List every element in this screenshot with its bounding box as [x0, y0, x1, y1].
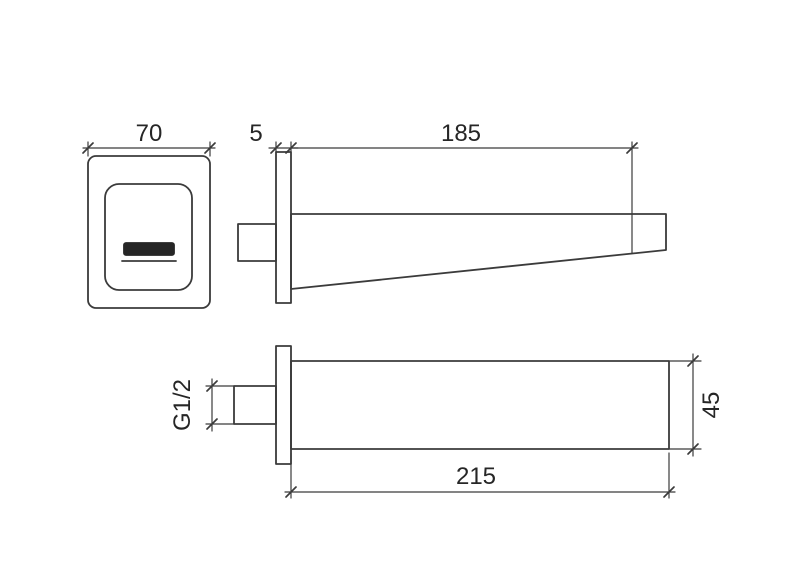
inlet-stub-side: [237, 223, 277, 262]
dim-45-lines: [668, 353, 702, 457]
spout-body-plan: [290, 360, 670, 450]
dim-45-label: 45: [698, 392, 725, 419]
spout-face-front: [104, 183, 193, 291]
spout-body-side: [290, 213, 667, 290]
dim-185-label: 185: [441, 120, 481, 147]
wall-plate-front: [87, 155, 211, 309]
bottom-view: [233, 345, 670, 465]
wall-plate-side: [275, 151, 292, 304]
dim-215-lines: [284, 452, 676, 499]
dim-5-label: 5: [249, 120, 262, 147]
wall-plate-plan: [275, 345, 292, 465]
dim-185-lines: [290, 141, 639, 254]
front-view: [87, 155, 211, 309]
dimension-lines: [82, 141, 702, 499]
dim-70-lines: [82, 141, 216, 157]
dim-g12-lines: [205, 378, 235, 432]
side-view: [237, 151, 667, 304]
dim-70-label: 70: [136, 120, 163, 147]
dim-215-label: 215: [456, 463, 496, 490]
inlet-stub-plan: [233, 385, 277, 425]
outlet-slot: [123, 242, 175, 256]
dim-g12-label: G1/2: [169, 379, 196, 431]
dimension-labels: 70 5 185 G1/2 45 215: [136, 120, 725, 490]
